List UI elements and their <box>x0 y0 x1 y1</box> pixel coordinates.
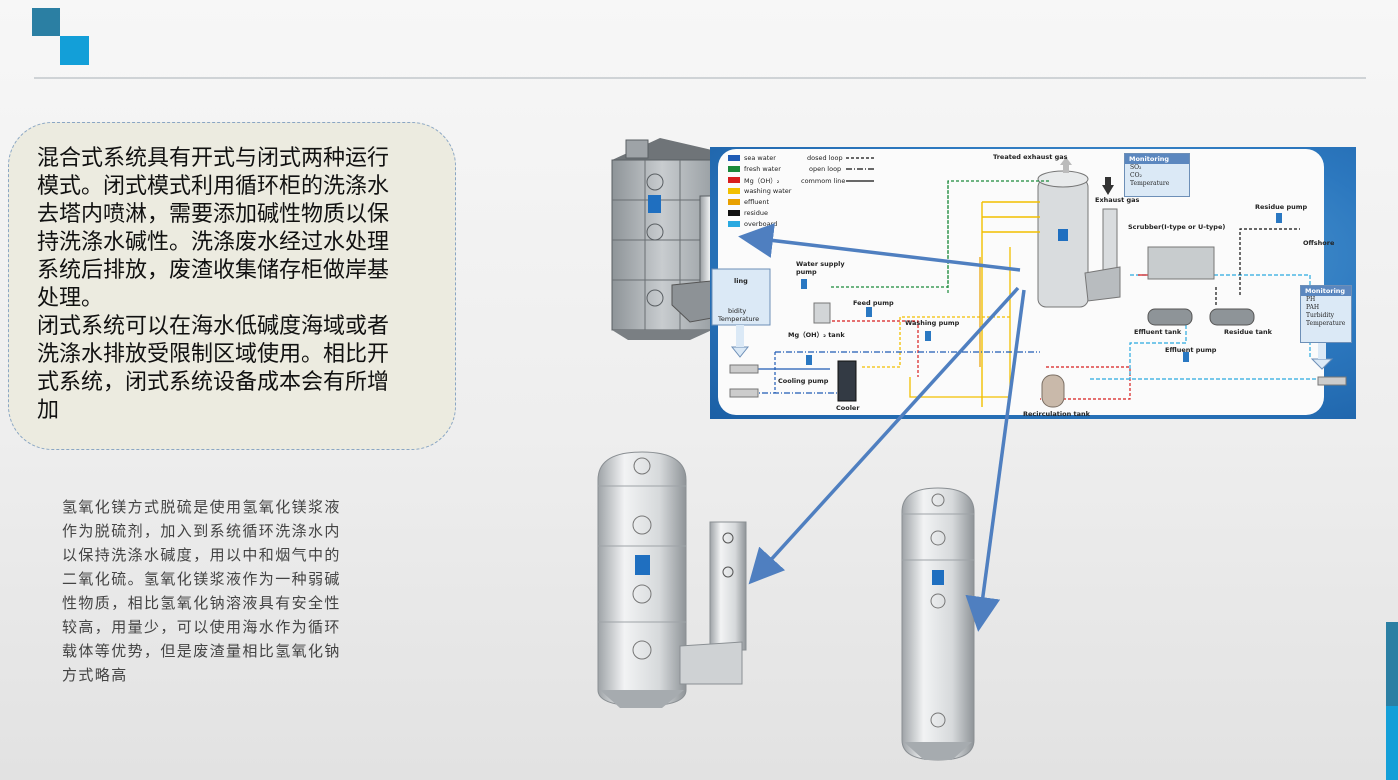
label-cooler: Cooler <box>836 404 860 412</box>
callout-line: 去塔内喷淋，需要添加碱性物质以保 <box>37 202 390 227</box>
callout-line: 加 <box>37 398 60 423</box>
line-legend-common: commom line <box>801 177 846 185</box>
callout-line: 持洗涤水碱性。洗涤废水经过水处理 <box>37 230 390 255</box>
monitor-item: Temperature <box>1306 320 1346 327</box>
legend-swatch <box>728 221 740 227</box>
legend-label: sea water <box>744 154 776 162</box>
description-line: 较高，用量少，可以使用海水作为循环 <box>62 618 341 636</box>
legend-label: residue <box>744 209 768 217</box>
label-cooling-pump: Cooling pump <box>778 377 829 385</box>
label-water-supply-pump: Water supply <box>796 260 845 268</box>
logo-square-dark <box>32 8 60 36</box>
description-line: 性物质，相比氢氧化钠溶液具有安全性 <box>62 594 341 612</box>
callout-line: 模式。闭式模式利用循环柜的洗涤水 <box>37 174 390 199</box>
legend-label: Mg（OH）₂ <box>744 177 780 185</box>
accent-bar-dark <box>1386 622 1398 706</box>
description-line: 方式略高 <box>62 666 128 684</box>
label-feed-pump: Feed pump <box>853 299 894 307</box>
description-text: 氢氧化镁方式脱硫是使用氢氧化镁浆液 作为脱硫剂，加入到系统循环洗涤水内 以保持洗… <box>62 495 392 687</box>
legend-swatch <box>728 210 740 216</box>
label-left-monitor-1: ling <box>734 277 748 285</box>
legend-label: fresh water <box>744 165 781 173</box>
callout-line: 闭式系统可以在海水低碱度海域或者 <box>37 314 390 339</box>
label-residue-pump: Residue pump <box>1255 203 1308 211</box>
legend-label: overboard <box>744 220 778 228</box>
label-mg-tank: Mg（OH）₂ tank <box>788 331 845 339</box>
monitor-box-top: Monitoring SO₂ CO₂ Temperature <box>1124 153 1190 197</box>
legend-effluent: effluent <box>728 198 769 206</box>
legend-swatch <box>728 177 740 183</box>
line-legend-samples <box>846 157 874 182</box>
label-scrubber: Scrubber(I-type or U-type) <box>1128 223 1226 231</box>
monitor-item: Temperature <box>1130 180 1170 187</box>
legend-overboard: overboard <box>728 220 777 228</box>
callout-line: 处理。 <box>37 286 104 311</box>
legend-washing-water: washing water <box>728 187 791 195</box>
legend-fresh-water: fresh water <box>728 165 781 173</box>
callout-line: 系统后排放，废渣收集储存柜做岸基 <box>37 258 390 283</box>
line-legend-open: open loop <box>809 165 842 173</box>
callout-line: 混合式系统具有开式与闭式两种运行 <box>37 146 390 171</box>
label-left-monitor-3: Temperature <box>718 315 760 323</box>
legend-label: effluent <box>744 198 770 206</box>
description-line: 载体等优势，但是废渣量相比氢氧化钠 <box>62 642 341 660</box>
description-line: 氢氧化镁方式脱硫是使用氢氧化镁浆液 <box>62 498 341 516</box>
label-effluent-pump: Effluent pump <box>1165 346 1217 354</box>
header-divider <box>34 77 1366 79</box>
line-legend-dosed: dosed loop <box>807 154 843 162</box>
monitor-item: CO₂ <box>1130 172 1142 179</box>
monitor-item: Turbidity <box>1306 312 1335 319</box>
legend-swatch <box>728 188 740 194</box>
legend-mg: Mg（OH）₂ <box>728 176 780 185</box>
label-effluent-tank: Effluent tank <box>1134 328 1182 336</box>
legend-swatch <box>728 199 740 205</box>
label-recirculation-tank: Recirculation tank <box>1023 410 1090 418</box>
label-offshore: Offshore <box>1303 239 1335 247</box>
label-treated-gas: Treated exhaust gas <box>993 153 1068 161</box>
label-water-supply-pump-2: pump <box>796 268 817 276</box>
process-diagram: sea water fresh water Mg（OH）₂ washing wa… <box>710 147 1356 419</box>
logo-square-light <box>60 36 89 65</box>
monitor-item: PAH <box>1306 304 1320 311</box>
monitor-title: Monitoring <box>1125 154 1189 164</box>
callout-line: 洗涤水排放受限制区域使用。相比开 <box>37 342 390 367</box>
legend-swatch <box>728 166 740 172</box>
description-line: 作为脱硫剂，加入到系统循环洗涤水内 <box>62 522 341 540</box>
description-line: 以保持洗涤水碱度，用以中和烟气中的 <box>62 546 341 564</box>
monitor-box-right: Monitoring PH PAH Turbidity Temperature <box>1300 285 1352 343</box>
monitor-item: PH <box>1306 296 1316 303</box>
callout-box: 混合式系统具有开式与闭式两种运行 模式。闭式模式利用循环柜的洗涤水 去塔内喷淋，… <box>8 122 456 450</box>
monitor-item: SO₂ <box>1130 164 1142 171</box>
accent-bar-light <box>1386 706 1398 780</box>
label-exhaust-gas: Exhaust gas <box>1095 196 1140 204</box>
legend-sea-water: sea water <box>728 154 776 162</box>
callout-line: 式系统，闭式系统设备成本会有所增 <box>37 370 390 395</box>
scrubber-render-i-type <box>901 487 975 761</box>
description-line: 二氧化硫。氢氧化镁浆液作为一种弱碱 <box>62 570 341 588</box>
legend-residue: residue <box>728 209 768 217</box>
label-residue-tank: Residue tank <box>1224 328 1272 336</box>
legend-swatch <box>728 155 740 161</box>
scrubber-render-u-type <box>597 451 747 708</box>
label-left-monitor-2: bidity <box>728 307 747 315</box>
legend-label: washing water <box>744 187 792 195</box>
monitor-title: Monitoring <box>1301 286 1351 296</box>
label-washing-pump: Washing pump <box>905 319 960 327</box>
